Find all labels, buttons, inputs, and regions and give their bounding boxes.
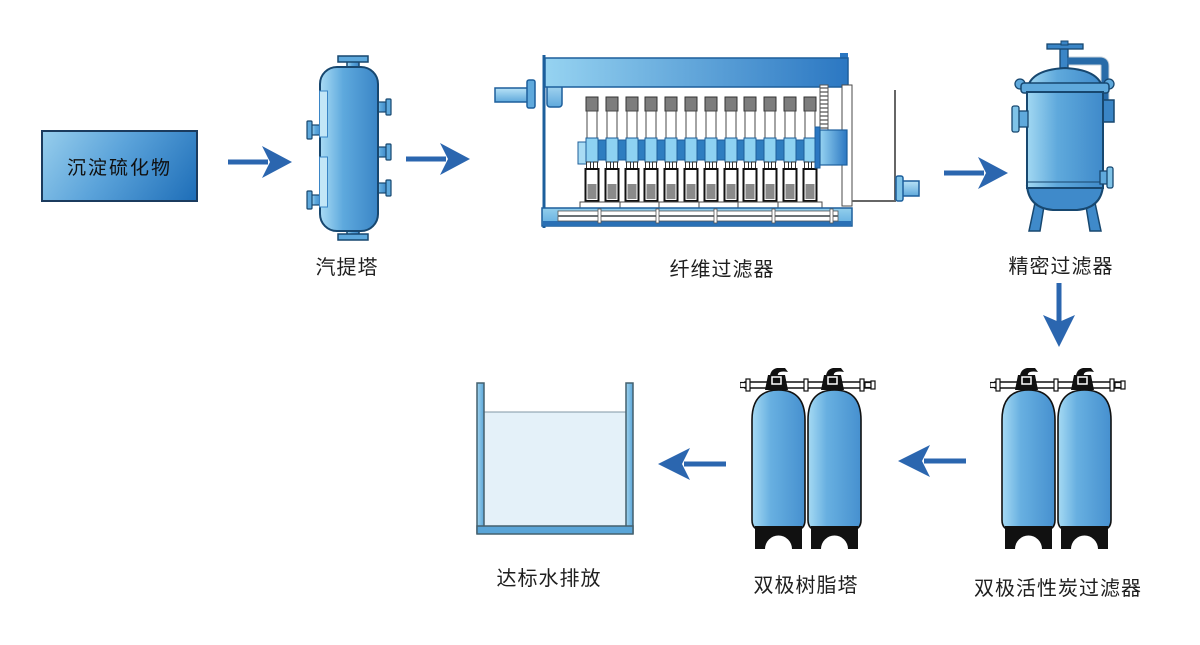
water-fill <box>482 411 629 529</box>
carbon-filter-towers <box>990 368 1126 550</box>
arrow-right-icon <box>406 143 470 175</box>
stripper-shell <box>319 66 379 232</box>
stripper-right-nozzle-icon <box>375 98 392 197</box>
resin-tower-label: 双极树脂塔 <box>753 573 859 597</box>
stripper-label: 汽提塔 <box>315 255 379 279</box>
arrow-left-icon <box>898 445 966 477</box>
fiber-band-right-end <box>814 126 848 169</box>
fiber-left-post <box>542 55 546 228</box>
arrow-left-icon <box>658 448 726 480</box>
stripper-saddle <box>319 156 328 208</box>
fiber-outlet-nozzle-icon <box>895 175 920 202</box>
ladder-icon <box>819 84 829 131</box>
fiber-outlet-line <box>852 90 896 202</box>
fiber-inlet-pipe-icon <box>494 79 536 109</box>
resin-tower-towers <box>740 368 876 550</box>
fiber-top-header <box>544 57 849 88</box>
tank-left-wall <box>476 382 485 534</box>
feed-box-label: 沉淀硫化物 <box>66 156 172 179</box>
stripper-saddle <box>319 90 328 138</box>
fiber-filter-unit <box>494 53 920 228</box>
precision-right-nozzle-icon <box>1099 166 1114 189</box>
precision-bottom-dome <box>1025 185 1105 211</box>
precision-filter-label: 精密过滤器 <box>1008 254 1114 278</box>
fiber-bottom-trough <box>541 207 853 227</box>
fiber-support-plates <box>579 201 823 209</box>
tank-bottom <box>476 525 634 535</box>
arrow-down-icon <box>1043 283 1075 347</box>
arrow-right-icon <box>228 146 292 178</box>
arrow-right-icon <box>944 157 1008 189</box>
precision-left-nozzle-icon <box>1011 105 1029 133</box>
tank-right-wall <box>625 382 634 534</box>
stripper-vessel <box>306 55 392 241</box>
discharge-label: 达标水排放 <box>496 566 602 590</box>
fiber-filter-label: 纤维过滤器 <box>669 257 775 281</box>
precision-shell <box>1026 91 1104 189</box>
fiber-top-tab <box>840 53 848 59</box>
discharge-tank <box>476 382 634 535</box>
carbon-filter-label: 双极活性炭过滤器 <box>974 576 1142 600</box>
precision-filter-vessel <box>1011 40 1115 232</box>
feed-box: 沉淀硫化物 <box>41 130 198 202</box>
